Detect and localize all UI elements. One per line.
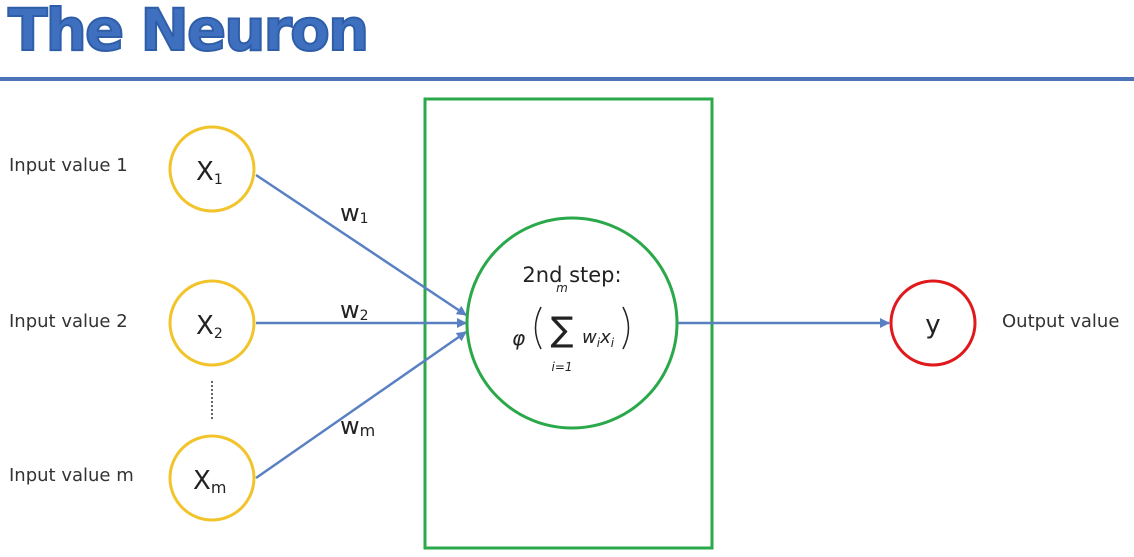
formula-right-paren xyxy=(622,306,630,350)
input-value-m-label: Input value m xyxy=(9,465,134,486)
neuron-step-label: 2nd step: xyxy=(522,263,621,287)
formula-phi: φ xyxy=(512,326,525,350)
input-node-m xyxy=(168,434,256,522)
title-underline xyxy=(0,77,1134,81)
formula-upper-limit: m xyxy=(556,281,568,295)
output-node xyxy=(889,279,977,367)
page-title: The Neuron xyxy=(7,0,370,64)
input-value-2-label: Input value 2 xyxy=(9,311,128,332)
formula-term: wixi xyxy=(582,327,615,350)
weight-label-1: w1 xyxy=(340,199,369,227)
formula-lower-limit: i=1 xyxy=(551,360,572,374)
input-node-1 xyxy=(168,125,256,213)
input-symbol-1: X1 xyxy=(196,157,223,188)
input-symbol-m: Xm xyxy=(193,466,226,497)
connection-arrow-1 xyxy=(255,173,467,317)
input-symbol-2: X2 xyxy=(196,311,223,342)
output-value-label: Output value xyxy=(1002,311,1120,332)
input-value-1-label: Input value 1 xyxy=(9,155,128,176)
connection-arrow-m xyxy=(255,330,467,480)
activation-formula: φ m ∑ i=1 wixi xyxy=(512,281,630,374)
formula-left-paren xyxy=(534,306,542,350)
weight-label-m: wm xyxy=(340,412,375,440)
formula-sigma: ∑ xyxy=(551,310,574,350)
neuron-node xyxy=(465,216,679,430)
output-symbol: y xyxy=(925,310,940,340)
input-node-2 xyxy=(168,279,256,367)
weight-label-2: w2 xyxy=(340,296,369,324)
